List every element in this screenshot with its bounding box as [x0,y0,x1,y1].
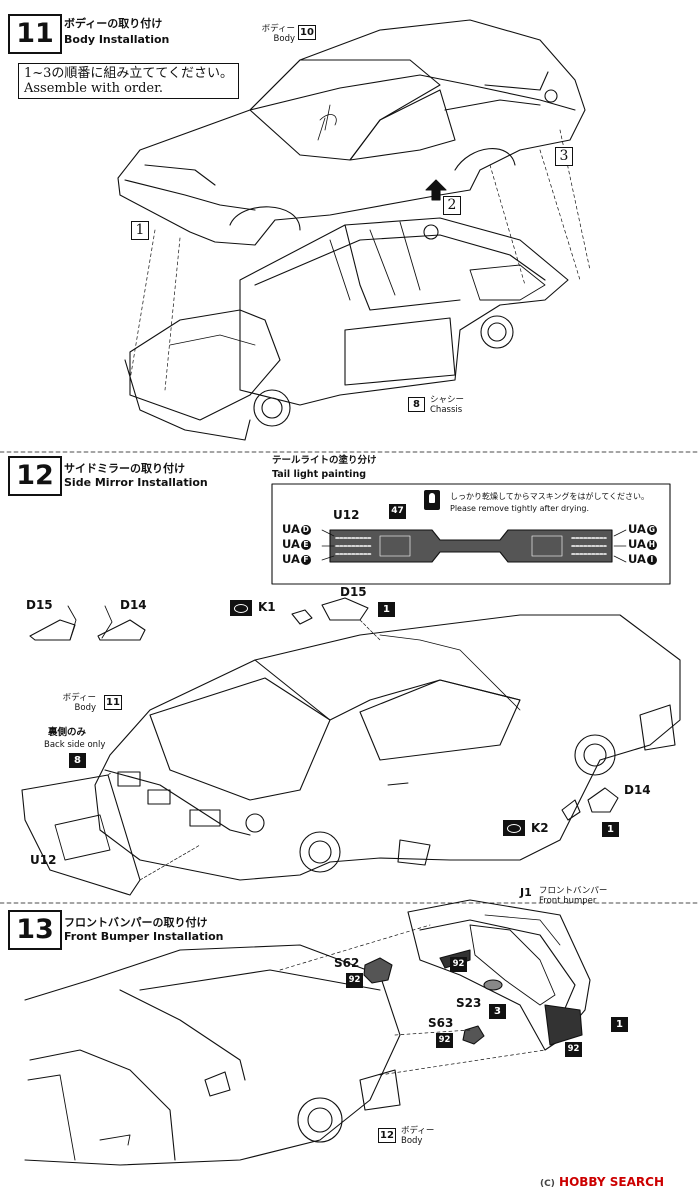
part-d15-label: D15 [26,598,53,612]
mirror-sticker-icon [230,600,252,616]
mirror-d15-drawing [29,619,76,641]
paint-color-47: 47 [389,504,406,519]
chassis-label: シャシー Chassis [430,395,464,415]
paint-color-1-top: 1 [378,602,395,617]
step-12-title-en: Side Mirror Installation [64,476,208,489]
chassis-drawing [124,217,569,441]
paint-color-92-lip: 92 [565,1042,582,1057]
assembly-order-note: 1~3の順番に組み立ててください。 Assemble with order. [18,63,240,99]
mirror-housing-d14 [587,787,619,813]
part-k1-label: K1 [258,600,276,614]
part-d14-side-label: D14 [624,783,651,797]
paint-color-3: 3 [489,1004,506,1019]
step-12-title-jp: サイドミラーの取り付け [64,462,185,475]
order-mark-1: 1 [131,221,149,240]
step-13-title-jp: フロントバンパーの取り付け [64,916,208,929]
step-11-number: 11 [8,14,62,54]
mirror-sticker-icon-2 [503,820,525,836]
paint-color-92-bumper: 92 [450,957,467,972]
car-rear-drawing [94,614,681,881]
body-part-number-12: 11 [104,695,122,710]
dry-note-jp: しっかり乾燥してからマスキングをはがしてください。 [450,492,650,501]
part-j1-label: J1 [520,886,532,899]
body-label-en: Body [273,34,295,44]
rear-panel-u12 [21,774,141,896]
step-12-number: 12 [8,456,62,496]
body-part-number: 10 [298,25,316,40]
step-13-number: 13 [8,910,62,950]
front-bumper-label-jp: フロントバンパー [539,886,608,896]
chassis-label-jp: シャシー [430,395,465,405]
part-s63-label: S63 [428,1016,454,1030]
part-u12-label: U12 [30,853,57,867]
order-mark-2: 2 [443,196,461,215]
front-bumper-label-en: Front bumper [539,896,597,906]
front-bumper-label: フロントバンパー Front bumper [539,886,607,906]
part-s62-label: S62 [334,956,360,970]
body-part-number-13: 12 [378,1128,396,1143]
tail-light-u12-label: U12 [333,508,360,522]
dry-note-en: Please remove tightly after drying. [450,504,590,513]
assembly-order-note-en: Assemble with order. [24,81,164,96]
body-label-jp: ボディー [261,24,295,34]
body-label-13-en: Body [401,1136,423,1146]
tail-light-title-en: Tail light painting [272,469,367,480]
mirror-glass-k1 [291,609,313,625]
step-11-title-jp: ボディーの取り付け [64,17,163,30]
back-side-en: Back side only [44,740,106,750]
part-d15-top-label: D15 [340,585,367,599]
watermark-text: HOBBY SEARCH [559,1175,664,1189]
back-side-jp: 裏側のみ [48,727,87,738]
paint-color-1-bumper: 1 [611,1017,628,1032]
mirror-glass-k2 [561,799,581,821]
assembly-guides-11 [129,129,591,391]
body-label-12-jp: ボディー [62,693,96,703]
front-car-drawing [24,944,401,1166]
paint-brush-icon [424,490,440,510]
step-11-title-en: Body Installation [64,33,170,46]
watermark-copyright: (C) [540,1179,555,1189]
tail-light-box [271,483,671,585]
body-shell-drawing [117,19,586,246]
step-13-title-en: Front Bumper Installation [64,930,224,943]
mirror-d14-drawing [97,619,146,641]
body-label-13-jp: ボディー [401,1126,435,1136]
up-arrow-icon [425,179,447,201]
chassis-part-number: 8 [408,397,425,412]
body-label-12: ボディー Body [60,693,96,713]
body-label-13: ボディー Body [401,1126,434,1146]
order-mark-3: 3 [555,147,573,166]
body-label-12-en: Body [74,703,96,713]
part-s23-label: S23 [456,996,482,1010]
paint-color-92-s63: 92 [436,1033,453,1048]
part-d14-label: D14 [120,598,147,612]
paint-color-1-side: 1 [602,822,619,837]
part-k2-label: K2 [531,821,549,835]
paint-color-8: 8 [69,753,86,768]
body-label-11: ボディー Body [255,24,295,44]
assembly-order-note-jp: 1~3の順番に組み立ててください。 [24,66,234,81]
tail-light-title-jp: テールライトの塗り分け [272,455,377,466]
paint-color-92-s62: 92 [346,973,363,988]
hobby-search-watermark: (C) HOBBY SEARCH [540,1175,664,1189]
mirror-housing-d15 [321,597,369,621]
chassis-label-en: Chassis [430,405,463,415]
